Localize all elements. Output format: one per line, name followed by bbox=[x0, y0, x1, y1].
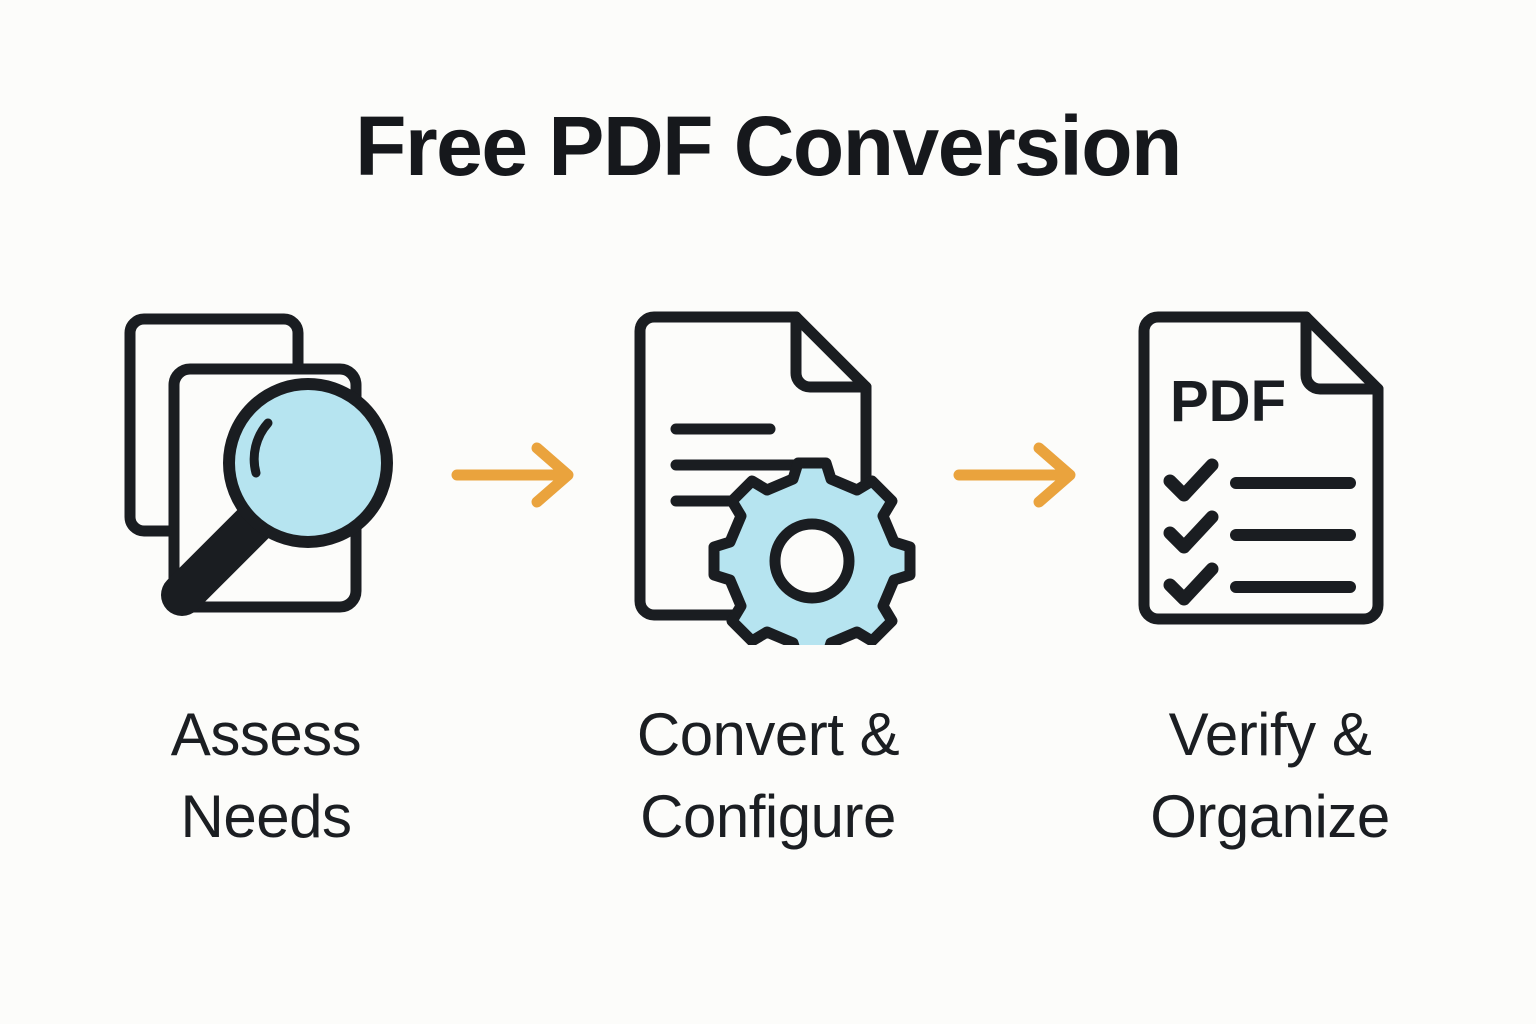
folded-corner bbox=[790, 311, 872, 393]
check-icon-2 bbox=[1163, 510, 1219, 554]
step-label-convert: Convert & Configure bbox=[636, 701, 900, 850]
step-assess: Assess Needs bbox=[96, 300, 436, 857]
arrow-right-graphic-1 bbox=[451, 442, 574, 508]
arrow-right-icon-1 bbox=[442, 300, 592, 650]
process-flow: Assess Needs bbox=[96, 300, 1440, 880]
documents-magnifier-icon bbox=[116, 300, 416, 650]
pdf-label: PDF bbox=[1170, 369, 1286, 434]
check-icon-1 bbox=[1163, 458, 1219, 502]
pdf-checklist-icon: PDF bbox=[1120, 300, 1420, 650]
lens-highlight-arc bbox=[249, 418, 273, 478]
pdf-document-outline bbox=[1138, 311, 1384, 625]
gear-center-hole bbox=[769, 518, 855, 604]
step-label-assess: Assess Needs bbox=[170, 701, 362, 850]
arrow-right-graphic-2 bbox=[953, 442, 1076, 508]
documents-magnifier-graphic bbox=[124, 313, 393, 616]
step-label-verify: Verify & Organize bbox=[1150, 701, 1390, 850]
document-gear-graphic bbox=[634, 311, 916, 645]
gear-icon bbox=[708, 457, 916, 645]
step-convert: Convert & Configure bbox=[598, 300, 938, 857]
pdf-checklist-graphic: PDF bbox=[1138, 311, 1384, 625]
arrow-head bbox=[531, 442, 574, 508]
check-icon-3 bbox=[1163, 562, 1219, 606]
arrow-right-icon-2 bbox=[944, 300, 1094, 650]
page-title: Free PDF Conversion bbox=[355, 99, 1182, 193]
pdf-folded-corner bbox=[1300, 311, 1384, 395]
step-verify: PDF Verify & Organize bbox=[1100, 300, 1440, 857]
arrow-head bbox=[1033, 442, 1076, 508]
document-gear-icon bbox=[618, 300, 918, 650]
